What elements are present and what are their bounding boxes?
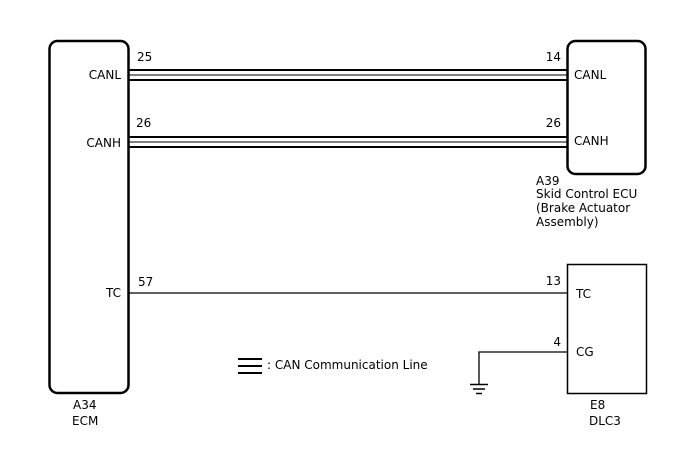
ecm-canl-pin-label: CANL (89, 68, 122, 82)
skid-ecu-connector-code: A39 (536, 174, 559, 188)
skid-ecu-name-line-3: Assembly) (536, 215, 599, 229)
ecm-canh-pin-label: CANH (86, 136, 121, 150)
skid-ecu-canh-pin-label: CANH (574, 134, 609, 148)
skid-ecu-name-line-1: Skid Control ECU (536, 187, 637, 201)
ecm-box (48, 39, 130, 395)
skid-ecu-canl-pin-number: 14 (546, 50, 561, 64)
ecm-canl-pin-number: 25 (137, 50, 152, 64)
skid-control-ecu-box (566, 39, 647, 176)
ground-icon (470, 383, 488, 395)
skid-ecu-canl-pin-label: CANL (574, 68, 607, 82)
dlc3-cg-pin-label: CG (576, 345, 594, 359)
can-line-legend-icon (238, 358, 262, 374)
canh-wire (129, 136, 567, 148)
dlc3-box (566, 263, 648, 395)
dlc3-connector-code: E8 (590, 398, 605, 412)
dlc3-tc-pin-number: 13 (546, 274, 561, 288)
dlc3-cg-pin-number: 4 (553, 335, 561, 349)
ecm-canh-pin-number: 26 (136, 116, 151, 130)
canl-wire (129, 69, 567, 81)
ecm-tc-pin-label: TC (105, 286, 121, 300)
cg-ground-wire (478, 351, 567, 384)
skid-ecu-canh-pin-number: 26 (546, 116, 561, 130)
dlc3-tc-pin-label: TC (575, 287, 591, 301)
ecm-connector-code: A34 (73, 398, 96, 412)
legend-text: : CAN Communication Line (267, 358, 428, 372)
ecm-tc-pin-number: 57 (138, 275, 153, 289)
dlc3-component-name: DLC3 (589, 414, 621, 428)
skid-ecu-name-line-2: (Brake Actuator (536, 201, 630, 215)
ecm-component-name: ECM (72, 414, 98, 428)
